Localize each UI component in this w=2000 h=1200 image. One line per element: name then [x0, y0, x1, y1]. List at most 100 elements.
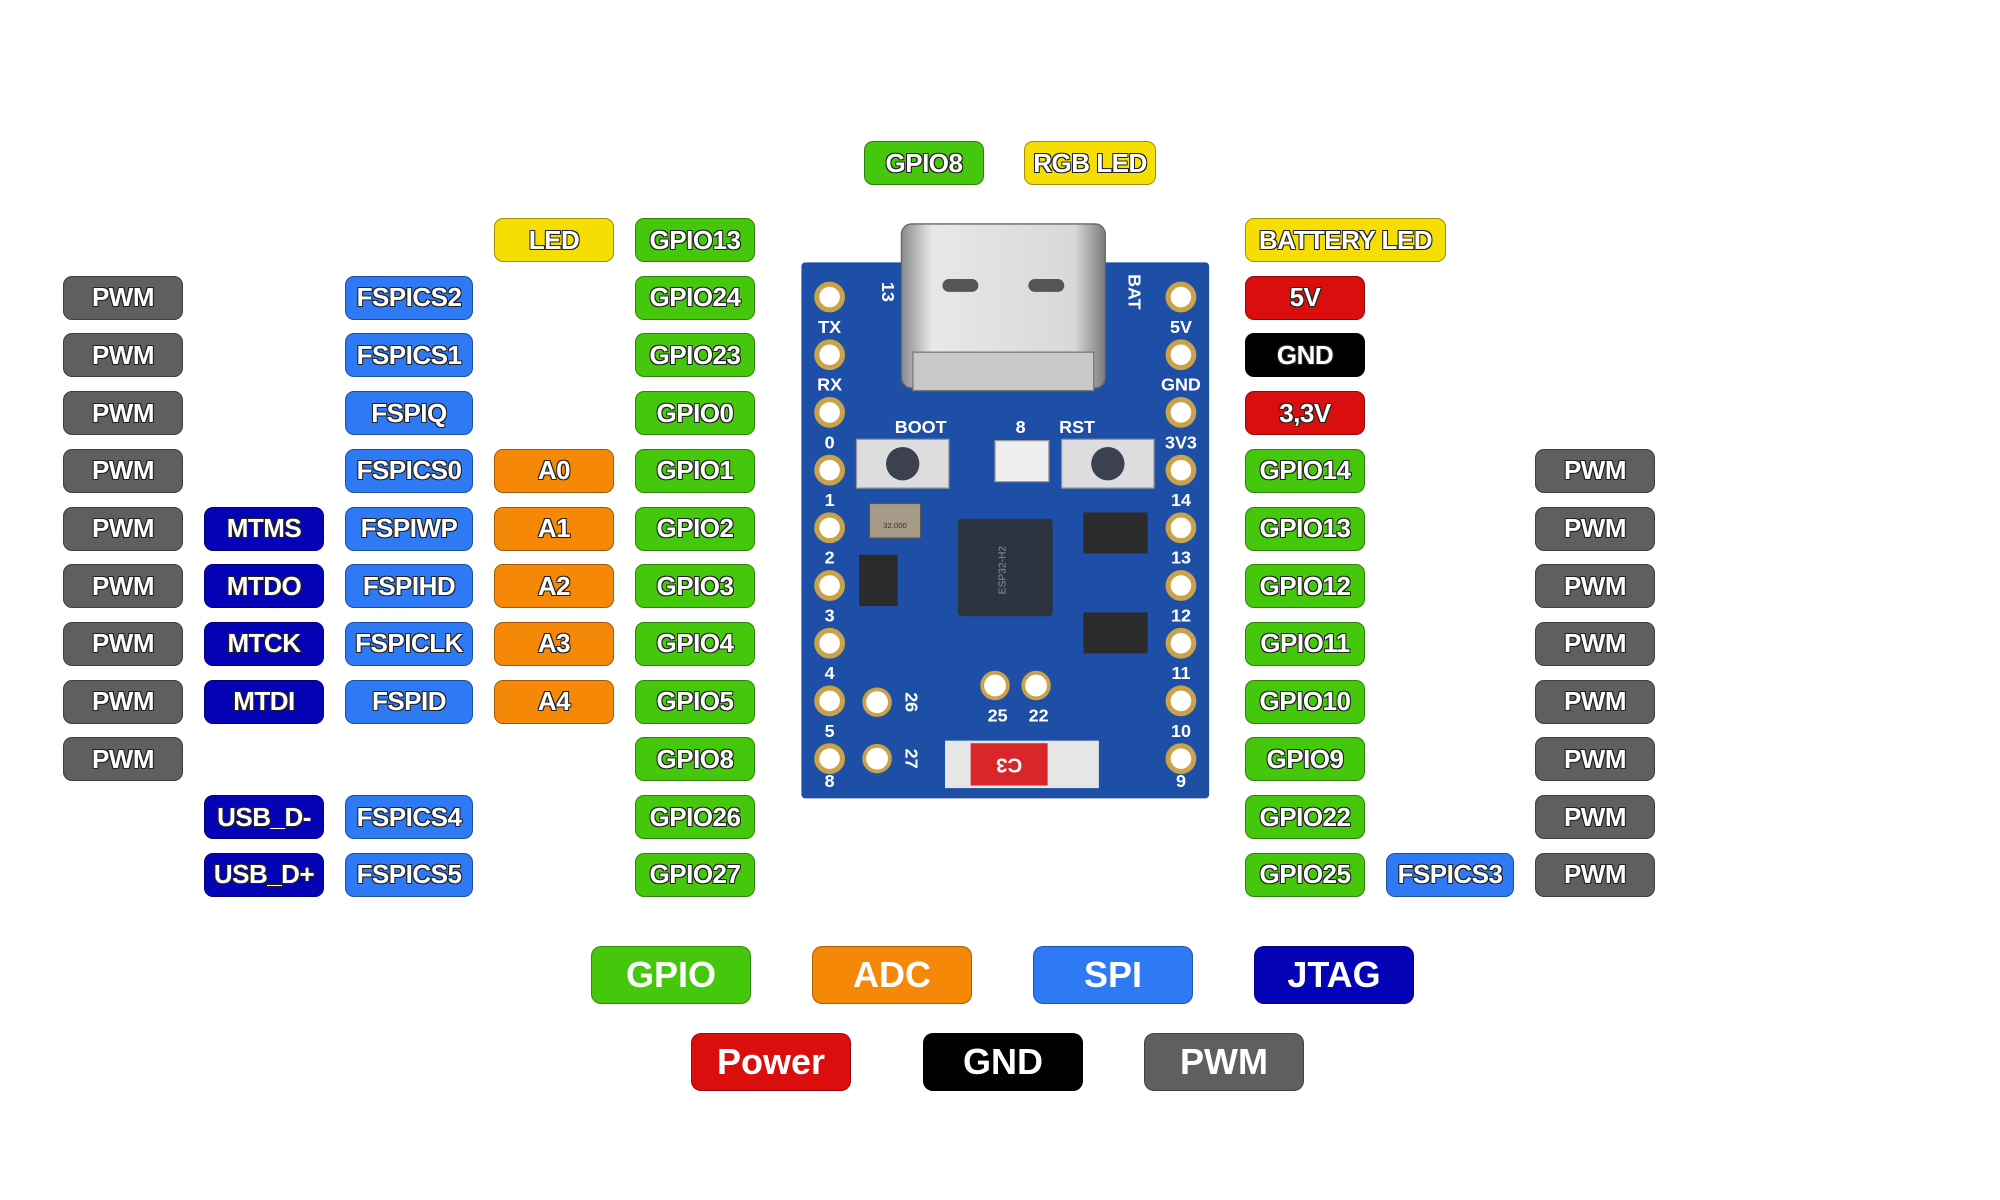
- left-gpio-label: GPIO2: [635, 506, 755, 551]
- pin-hole: [814, 397, 846, 428]
- left-pwm-label: PWM: [63, 679, 183, 724]
- right-pwm-label: PWM: [1535, 679, 1655, 724]
- silk-label: BAT: [1124, 274, 1144, 310]
- pin-hole: [1165, 397, 1197, 428]
- left-pwm-label: PWM: [63, 506, 183, 551]
- silk-label: GND: [1161, 375, 1201, 395]
- left-pwm-label: PWM: [63, 448, 183, 493]
- left-jtag-label: USB_D+: [204, 852, 324, 897]
- right-pwm-label: PWM: [1535, 852, 1655, 897]
- legend-jtag: JTAG: [1254, 946, 1414, 1004]
- crystal-label: 32.000: [883, 521, 907, 530]
- left-jtag-label: MTDI: [204, 679, 324, 724]
- legend-adc: ADC: [812, 946, 972, 1004]
- silk-label: 13: [878, 282, 898, 302]
- silk-label: 3V3: [1165, 432, 1197, 452]
- left-gpio-label: GPIO27: [635, 852, 755, 897]
- left-pwm-label: PWM: [63, 564, 183, 609]
- legend-gpio: GPIO: [591, 946, 751, 1004]
- silk-label: 8: [825, 771, 835, 791]
- left-spi-label: FSPICS4: [345, 795, 473, 839]
- pin-hole: [814, 281, 846, 313]
- left-spi-label: FSPIHD: [345, 564, 473, 609]
- pin-hole: [1165, 512, 1197, 544]
- left-gpio-label: GPIO3: [635, 564, 755, 609]
- left-adc-label: A1: [494, 506, 614, 551]
- silk-label: 13: [1171, 548, 1191, 568]
- right-gpio-label: GPIO10: [1245, 679, 1365, 724]
- silk-label: 4: [825, 663, 835, 683]
- silk-label: RST: [1059, 417, 1095, 437]
- left-gpio-label: GPIO8: [635, 737, 755, 782]
- pin-hole: [814, 570, 846, 601]
- pin-hole: [1165, 281, 1197, 313]
- silk-label: 12: [1171, 605, 1191, 625]
- legend-power: Power: [691, 1033, 851, 1091]
- right-gpio-label: GPIO14: [1245, 448, 1365, 493]
- left-gpio-label: GPIO24: [635, 275, 755, 320]
- left-spi-label: FSPICS1: [345, 333, 473, 378]
- left-gpio-label: GPIO5: [635, 679, 755, 724]
- esp32-board-image: ESP32-H2 32.000 C3 26 27 25 22 13 BAT BO…: [801, 223, 1210, 799]
- left-adc-label: A0: [494, 448, 614, 493]
- top-rgb-led-label: RGB LED: [1024, 141, 1156, 185]
- variant-label: C3: [996, 754, 1022, 777]
- right-gpio-label: GPIO13: [1245, 506, 1365, 551]
- left-jtag-label: MTMS: [204, 506, 324, 551]
- rgb-led-icon: [994, 439, 1050, 483]
- right-pwm-label: PWM: [1535, 621, 1655, 666]
- right-gpio-label: GPIO25: [1245, 852, 1365, 897]
- left-pwm-label: PWM: [63, 621, 183, 666]
- silk-label: 9: [1176, 771, 1186, 791]
- pin-hole: [814, 454, 846, 486]
- right-pwm-label: PWM: [1535, 737, 1655, 782]
- legend-pwm: PWM: [1144, 1033, 1304, 1091]
- legend-gnd: GND: [923, 1033, 1083, 1091]
- left-adc-label: A4: [494, 679, 614, 724]
- left-spi-label: FSPIWP: [345, 506, 473, 551]
- left-gpio-label: GPIO13: [635, 218, 755, 262]
- right-gpio-label: GPIO9: [1245, 737, 1365, 782]
- pin-hole: [1165, 454, 1197, 486]
- silk-label: 5: [825, 721, 835, 741]
- silk-label: 2: [825, 548, 835, 568]
- left-spi-label: FSPID: [345, 679, 473, 724]
- pad-label: 27: [901, 749, 921, 769]
- right-pwm-label: PWM: [1535, 506, 1655, 551]
- right-gpio-label: GPIO12: [1245, 564, 1365, 609]
- pin-hole: [814, 743, 846, 774]
- silk-label: 1: [825, 490, 835, 510]
- pin-hole: [814, 512, 846, 544]
- pin-hole: [814, 339, 846, 371]
- pad-label: 26: [901, 692, 921, 712]
- pin-hole: [1165, 685, 1197, 717]
- left-spi-label: FSPICS2: [345, 275, 473, 320]
- left-gpio-label: GPIO0: [635, 391, 755, 436]
- left-pwm-label: PWM: [63, 391, 183, 436]
- left-gpio-label: GPIO23: [635, 333, 755, 378]
- pad-label: 22: [1029, 705, 1049, 725]
- left-pwm-label: PWM: [63, 275, 183, 320]
- pin-hole: [814, 685, 846, 717]
- left-pwm-label: PWM: [63, 333, 183, 378]
- right-power-label: 3,3V: [1245, 391, 1365, 436]
- left-spi-label: FSPICS0: [345, 448, 473, 493]
- left-adc-label: A2: [494, 564, 614, 609]
- chip-label: ESP32-H2: [997, 546, 1008, 595]
- top-gpio8-label: GPIO8: [864, 141, 984, 185]
- left-spi-label: FSPICLK: [345, 621, 473, 666]
- left-jtag-label: USB_D-: [204, 795, 324, 839]
- silk-label: 3: [825, 605, 835, 625]
- left-gpio-label: GPIO1: [635, 448, 755, 493]
- silk-label: 5V: [1170, 317, 1192, 337]
- left-led-label: LED: [494, 218, 614, 262]
- left-gpio-label: GPIO26: [635, 795, 755, 839]
- silk-label: 0: [825, 432, 835, 452]
- left-jtag-label: MTCK: [204, 621, 324, 666]
- silk-label: 8: [1016, 417, 1026, 437]
- pin-hole: [1165, 743, 1197, 774]
- pad-label: 25: [988, 705, 1008, 725]
- pin-hole: [814, 627, 846, 659]
- castellated-holes: [814, 281, 1197, 774]
- silk-label: TX: [818, 317, 841, 337]
